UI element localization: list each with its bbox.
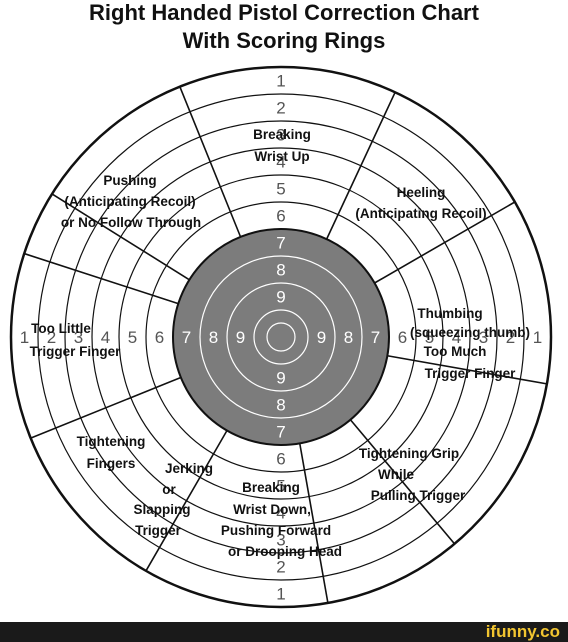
sector-divider-6 (145, 430, 228, 572)
ring-10 (253, 309, 309, 365)
sector-bottom-left-inner-line4: Trigger (135, 523, 182, 538)
ring-number-down-8: 8 (276, 396, 285, 415)
ring-number-up-6: 6 (276, 207, 285, 226)
ring-number-up-2: 2 (276, 99, 285, 118)
sector-bottom-right-line1: Tightening Grip (359, 446, 459, 461)
sector-divider-extra-1 (179, 86, 242, 238)
ring-number-down-9: 9 (276, 369, 285, 388)
sector-divider-7 (30, 376, 182, 439)
ring-number-left-3: 3 (74, 328, 83, 347)
ring-number-right-4: 4 (452, 328, 461, 347)
ring-number-up-3: 3 (276, 126, 285, 145)
sector-divider-8 (23, 252, 179, 305)
sector-right-line3: Too Much (424, 344, 487, 359)
sector-top-left-line2: (Anticipating Recoil) (64, 194, 195, 209)
ring-number-up-1: 1 (276, 72, 285, 91)
bullseye (266, 322, 296, 352)
chart-title: Right Handed Pistol Correction Chart (89, 0, 479, 25)
sector-divider-1 (325, 91, 396, 240)
sector-bottom-line2: Wrist Down, (233, 502, 311, 517)
ring-7 (172, 228, 390, 446)
ring-9 (226, 282, 336, 392)
ring-number-right-6: 6 (398, 328, 407, 347)
ring-number-left-7: 7 (182, 328, 191, 347)
ring-number-down-3: 3 (276, 531, 285, 550)
sector-bottom-right-line2: While (378, 467, 414, 482)
sector-top-line1: Breaking (253, 127, 311, 142)
sector-bottom-left-inner-line3: Slapping (134, 502, 191, 517)
ring-number-up-4: 4 (276, 153, 285, 172)
sector-divider-3 (387, 354, 548, 385)
ring-number-down-7: 7 (276, 423, 285, 442)
sector-bottom-right-line3: Pulling Trigger (371, 488, 466, 503)
sector-right-line2: (squeezing thumb) (410, 325, 530, 340)
sector-bottom-left-inner-line1: Jerking (165, 461, 213, 476)
sector-left-line1: Too Little (31, 321, 91, 336)
ring-number-up-9: 9 (276, 288, 285, 307)
ring-number-left-8: 8 (209, 328, 218, 347)
sector-bottom-left-line2: Fingers (87, 456, 136, 471)
brand-watermark: ifunny.co (485, 622, 560, 641)
ring-number-right-2: 2 (506, 328, 515, 347)
ring-number-down-5: 5 (276, 477, 285, 496)
sector-dividers (23, 86, 548, 604)
sector-bottom-left-line1: Tightening (77, 434, 146, 449)
ring-number-left-1: 1 (20, 328, 29, 347)
sector-bottom-left-inner-line2: or (162, 482, 176, 497)
ring-number-left-5: 5 (128, 328, 137, 347)
sector-divider-extra-2 (51, 193, 190, 281)
sector-bottom-line3: Pushing Forward (221, 523, 331, 538)
ring-number-down-1: 1 (276, 585, 285, 604)
sector-right-line4: Trigger Finger (425, 366, 517, 381)
sector-divider-4 (349, 419, 456, 545)
footer-bar: ifunny.co (0, 622, 568, 642)
ring-number-left-9: 9 (236, 328, 245, 347)
ring-number-right-7: 7 (371, 328, 380, 347)
ring-number-up-8: 8 (276, 261, 285, 280)
sector-top-right-line2: (Anticipating Recoil) (355, 206, 486, 221)
ring-number-left-6: 6 (155, 328, 164, 347)
sector-top-left-line3: or No Follow Through (61, 215, 201, 230)
ring-number-down-2: 2 (276, 558, 285, 577)
sector-top-right-line1: Heeling (397, 185, 446, 200)
ring-number-left-2: 2 (47, 328, 56, 347)
ring-number-right-9: 9 (317, 328, 326, 347)
center-black-zone (172, 228, 390, 446)
sector-divider-5 (298, 443, 329, 604)
ring-number-right-8: 8 (344, 328, 353, 347)
sector-top-line2: Wrist Up (254, 149, 309, 164)
sector-divider-2 (374, 201, 516, 284)
ring-number-right-3: 3 (479, 328, 488, 347)
ring-number-left-4: 4 (101, 328, 110, 347)
ring-number-right-5: 5 (425, 328, 434, 347)
ring-number-up-7: 7 (276, 234, 285, 253)
ring-number-right-1: 1 (533, 328, 542, 347)
sector-bottom-line1: Breaking (242, 480, 300, 495)
ring-number-down-4: 4 (276, 504, 285, 523)
ring-number-up-5: 5 (276, 180, 285, 199)
chart-subtitle: With Scoring Rings (182, 28, 386, 53)
ring-8 (199, 255, 363, 419)
sector-bottom-line4: or Drooping Head (228, 544, 342, 559)
ring-number-down-6: 6 (276, 450, 285, 469)
sector-left-line2: Trigger Finger (30, 344, 122, 359)
sector-right-line1: Thumbing (417, 306, 482, 321)
sector-top-left-line1: Pushing (103, 173, 156, 188)
